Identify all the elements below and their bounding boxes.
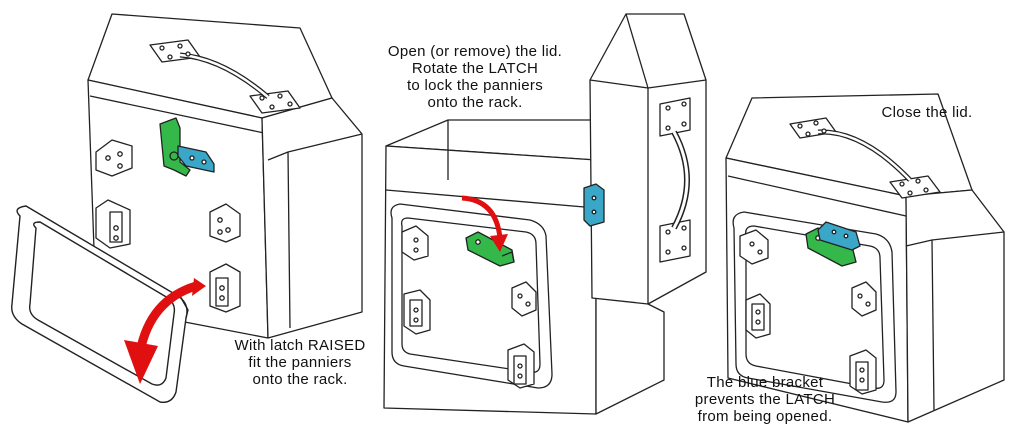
blue-bracket-on-lid (583, 183, 605, 227)
fit-arrow (124, 278, 206, 384)
caption-fit-line3: onto the rack. (252, 371, 348, 388)
blue-bracket-step3 (817, 221, 861, 251)
caption-fit-panniers: With latch RAISED fit the panniers onto … (195, 337, 405, 388)
caption-open-lid-line4: onto the rack. (427, 94, 523, 111)
blue-bracket-step1 (177, 145, 215, 173)
latch-raised (159, 117, 191, 177)
caption-blue-line1: The blue bracket (706, 374, 824, 391)
caption-fit-line1: With latch RAISED (234, 337, 366, 354)
caption-open-lid-line3: to lock the panniers (406, 77, 544, 94)
step3-pannier (725, 93, 1005, 423)
pannier3-handle (789, 117, 941, 199)
caption-blue-line2: prevents the LATCH (694, 391, 836, 408)
caption-open-lid-line2: Rotate the LATCH (411, 60, 539, 77)
caption-open-lid-line1: Open (or remove) the lid. (387, 43, 563, 60)
pannier3-mounts (739, 229, 877, 395)
caption-close-lid: Close the lid. (852, 104, 1002, 121)
pannier1-mount-mid-right (209, 203, 241, 243)
caption-open-lid: Open (or remove) the lid. Rotate the LAT… (340, 43, 610, 111)
pannier1-mount-lower (209, 263, 241, 313)
caption-close-lid-line1: Close the lid. (881, 104, 973, 121)
pannier2-mounts (401, 225, 537, 389)
pannier1-mount-upper-left (95, 139, 133, 177)
open-lid (583, 13, 707, 305)
caption-fit-line2: fit the panniers (248, 354, 352, 371)
latch-rotating (465, 231, 515, 267)
caption-blue-bracket: The blue bracket prevents the LATCH from… (640, 374, 890, 425)
pannier1-handle (149, 39, 301, 114)
caption-blue-line3: from being opened. (697, 408, 833, 425)
step2-pannier (383, 13, 707, 415)
pannier1-mount-mid-left (95, 199, 131, 249)
rotate-arrow (461, 195, 508, 252)
pannier1-side (261, 97, 363, 339)
pannier3-side (905, 189, 1005, 423)
